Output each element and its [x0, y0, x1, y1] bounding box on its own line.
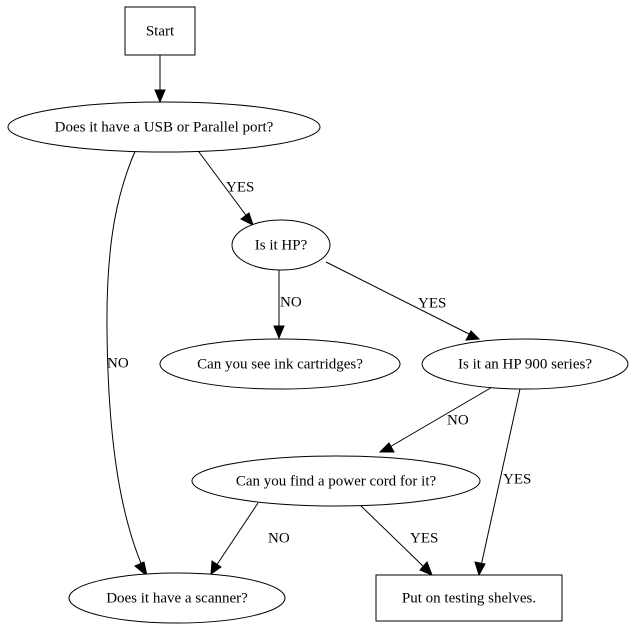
node-ellipse[interactable] [421, 338, 629, 390]
edge-hp900-no-to-power [378, 385, 495, 453]
arrowhead-icon [240, 212, 254, 226]
node-rectangle[interactable] [124, 6, 196, 56]
arrowhead-icon [465, 330, 481, 341]
node-label: Is it an HP 900 series? [458, 356, 592, 372]
edge-label: NO [107, 355, 129, 371]
node-ellipse[interactable] [191, 455, 481, 507]
node-usb_parallel[interactable]: Does it have a USB or Parallel port? [7, 101, 321, 153]
node-power_cord[interactable]: Can you find a power cord for it? [191, 455, 481, 507]
edge-line [387, 385, 495, 449]
edge-ishp-no-to-ink [273, 270, 285, 340]
edge-line [106, 148, 144, 569]
edge-power-yes-to-shelves [358, 503, 433, 576]
arrowhead-icon [474, 561, 486, 577]
node-label: Does it have a scanner? [106, 590, 248, 606]
edge-labels-layer: NO YES NO YES NO YES NO YES [107, 179, 531, 546]
node-label: Can you find a power cord for it? [236, 473, 437, 489]
arrowhead-icon [154, 89, 166, 104]
node-ellipse[interactable] [7, 101, 321, 153]
edge-usb-no-to-scanner [106, 148, 148, 578]
edge-power-no-to-scanner [210, 502, 259, 576]
edge-label: YES [410, 530, 438, 546]
node-label: Start [146, 23, 175, 39]
edge-label: YES [418, 295, 446, 311]
node-start[interactable]: Start [124, 6, 196, 56]
edge-hp900-yes-to-shelves [474, 388, 521, 577]
node-label: Does it have a USB or Parallel port? [55, 119, 274, 135]
edge-usb-yes-to-ishp [195, 147, 254, 226]
node-label: Can you see ink cartridges? [197, 356, 363, 372]
edge-line [215, 502, 259, 567]
edge-line [195, 147, 249, 219]
arrowhead-icon [378, 442, 395, 453]
node-ink_cartridges[interactable]: Can you see ink cartridges? [159, 338, 401, 390]
node-ellipse[interactable] [231, 219, 331, 271]
arrowhead-icon [419, 561, 433, 576]
edge-start-to-usb [154, 55, 166, 104]
node-label: Is it HP? [255, 237, 308, 253]
arrowhead-icon [210, 560, 222, 576]
edge-line [325, 261, 472, 336]
arrowhead-icon [273, 325, 285, 340]
edge-label: NO [268, 530, 290, 546]
edge-ishp-yes-to-hp900 [325, 261, 481, 341]
edge-label: YES [503, 471, 531, 487]
node-hp_900[interactable]: Is it an HP 900 series? [421, 338, 629, 390]
edge-label: NO [280, 294, 302, 310]
node-scanner[interactable]: Does it have a scanner? [68, 572, 286, 624]
edge-line [480, 388, 521, 567]
node-rectangle[interactable] [375, 574, 563, 622]
edges-layer [106, 55, 521, 578]
arrowhead-icon [134, 561, 148, 578]
node-label: Put on testing shelves. [402, 590, 536, 606]
edge-line [358, 503, 426, 569]
edge-label: NO [447, 412, 469, 428]
edge-label: YES [226, 179, 254, 195]
node-ellipse[interactable] [159, 338, 401, 390]
node-testing_shelves[interactable]: Put on testing shelves. [375, 574, 563, 622]
node-is_hp[interactable]: Is it HP? [231, 219, 331, 271]
node-ellipse[interactable] [68, 572, 286, 624]
